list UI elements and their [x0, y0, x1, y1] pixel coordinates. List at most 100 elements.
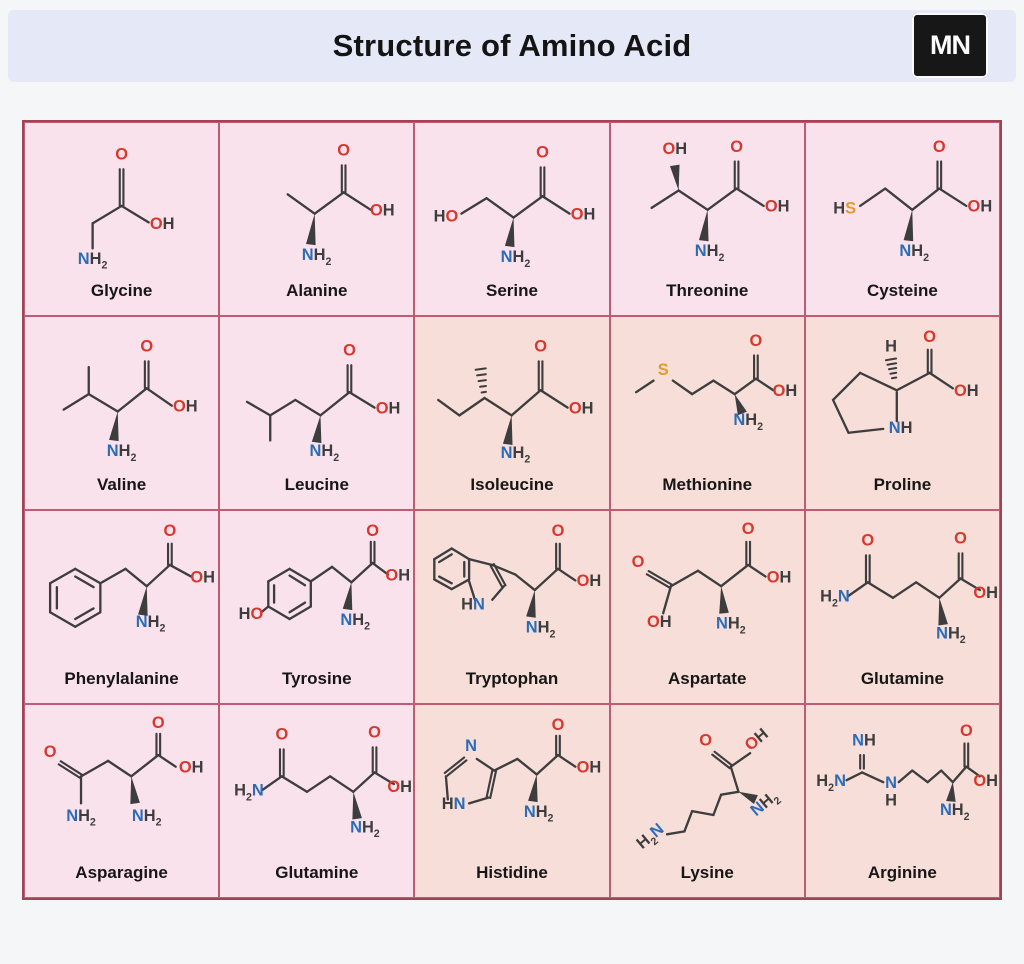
- bonds: [858, 160, 968, 242]
- atom-label: OH: [370, 202, 395, 220]
- bonds: [645, 540, 767, 615]
- atom-label: OH: [647, 613, 672, 631]
- bonds: [444, 734, 577, 805]
- amino-acid-name: Proline: [873, 475, 932, 494]
- bonds: [62, 360, 173, 442]
- atom-label: NH2: [78, 250, 108, 272]
- atom-label: O: [960, 722, 973, 740]
- bonds: [665, 750, 758, 836]
- bonds: [847, 552, 981, 626]
- atom-label: O: [631, 553, 644, 571]
- atom-label: O: [861, 532, 874, 550]
- atom-label: OH: [772, 382, 797, 400]
- atom-label: OH: [577, 572, 602, 590]
- structure-proline: H NH O OH: [831, 328, 979, 437]
- atom-label: HN: [442, 795, 466, 813]
- atom-label: OH: [179, 758, 204, 776]
- bonds: [261, 746, 396, 820]
- atom-label: NH2: [940, 801, 970, 823]
- atom-label: NH2: [501, 444, 531, 466]
- bonds: [91, 168, 150, 250]
- atom-label: OH: [376, 399, 401, 417]
- atom-label: NH: [889, 419, 913, 437]
- atom-label: HO: [434, 207, 459, 225]
- amino-acid-name: Asparagine: [75, 863, 168, 882]
- bonds: [845, 742, 981, 802]
- atom-label: OH: [967, 198, 992, 216]
- atom-label: NH2: [341, 611, 371, 633]
- atom-label: OH: [954, 382, 979, 400]
- amino-acid-name: Isoleucine: [470, 475, 554, 494]
- mn-logo: MN: [912, 13, 988, 78]
- atom-label: O: [730, 138, 743, 156]
- amino-acid-name: Serine: [486, 281, 538, 300]
- atom-label: O: [537, 144, 550, 162]
- atom-label: NH2: [350, 818, 380, 840]
- atom-label: O: [368, 724, 381, 742]
- bonds: [48, 542, 193, 628]
- atom-label: OH: [190, 568, 215, 586]
- header-band: Structure of Amino Acid MN: [8, 10, 1016, 82]
- atom-label: HN: [461, 595, 485, 613]
- page-title: Structure of Amino Acid: [332, 28, 692, 63]
- atom-label: H2N: [820, 588, 850, 610]
- atom-label: NH2: [936, 624, 966, 646]
- atom-label: O: [366, 522, 379, 540]
- amino-acid-name: Cysteine: [866, 281, 938, 300]
- bonds: [437, 360, 570, 446]
- atom-label: NH2: [747, 787, 784, 823]
- cell-proline-9: H NH O OH Proline: [804, 316, 1000, 510]
- atom-label: NH2: [66, 807, 96, 829]
- atom-label: O: [933, 138, 946, 156]
- atom-label: OH: [973, 584, 998, 602]
- amino-acid-name: Valine: [97, 475, 147, 494]
- amino-acid-name: Glutamine: [860, 669, 944, 688]
- atom-label: O: [923, 328, 936, 346]
- atom-label: O: [276, 726, 289, 744]
- atom-label: O: [535, 338, 548, 356]
- atom-label: OH: [741, 725, 771, 755]
- atom-label: OH: [662, 140, 687, 158]
- atom-label: H: [885, 338, 897, 356]
- atom-label: NH2: [524, 803, 554, 825]
- amino-acid-name: Aspartate: [667, 669, 747, 688]
- bonds: [246, 364, 376, 444]
- bonds: [831, 348, 954, 434]
- bonds: [460, 166, 572, 248]
- bonds: [57, 732, 177, 805]
- atom-label: O: [164, 522, 177, 540]
- atom-label: O: [337, 142, 350, 160]
- amino-acid-name: Glycine: [90, 281, 153, 300]
- atom-label: NH2: [107, 442, 137, 464]
- amino-acid-name: Leucine: [284, 475, 349, 494]
- atom-label: NH2: [526, 619, 556, 641]
